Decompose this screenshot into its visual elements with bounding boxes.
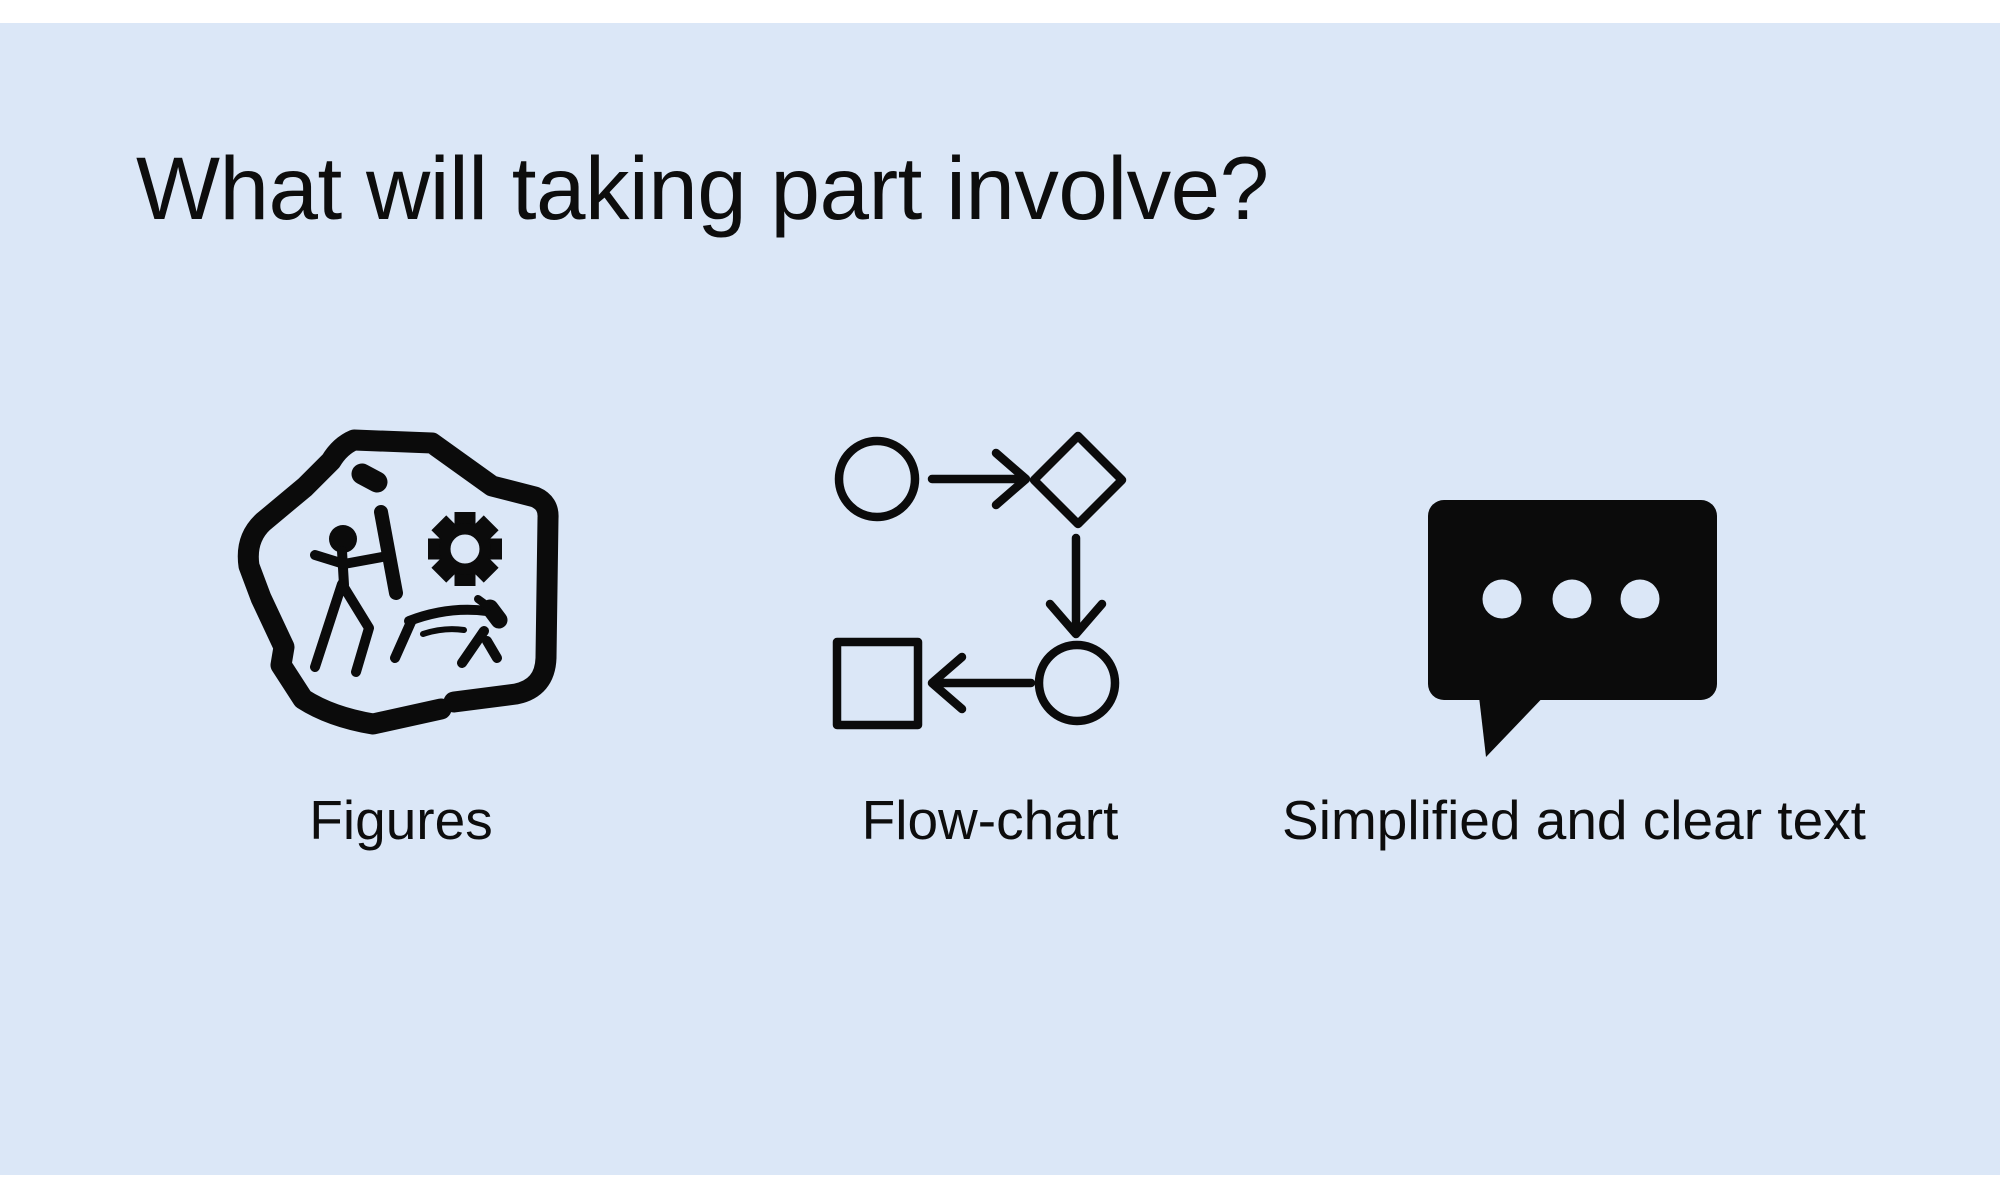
speech-bubble-tail bbox=[1478, 688, 1552, 757]
arrow-down bbox=[1045, 599, 1107, 639]
ellipsis-dot bbox=[1482, 579, 1522, 619]
arrow-right bbox=[991, 448, 1031, 510]
flowchart-label: Flow-chart bbox=[861, 789, 1119, 851]
petroglyph-figures-icon bbox=[237, 429, 559, 735]
figures-label: Figures bbox=[309, 789, 493, 851]
ellipsis-dot bbox=[1620, 579, 1660, 619]
ellipsis-dot bbox=[1552, 579, 1592, 619]
flow-chart-icon bbox=[832, 431, 1127, 730]
arrow-left bbox=[927, 652, 967, 714]
flow-node-square bbox=[832, 637, 923, 730]
slide-title: What will taking part involve? bbox=[136, 138, 1269, 238]
spear bbox=[374, 505, 403, 600]
simplified-text-label: Simplified and clear text bbox=[1282, 789, 1866, 851]
speech-bubble-icon bbox=[1428, 500, 1717, 757]
flow-node-circle-bottom bbox=[1034, 640, 1120, 726]
animal-figure bbox=[390, 595, 508, 668]
sun-symbol bbox=[428, 512, 502, 586]
flow-node-diamond bbox=[1029, 431, 1127, 529]
human-head bbox=[329, 525, 357, 553]
rock-overlap-stub bbox=[351, 463, 388, 493]
flow-node-circle-top bbox=[834, 436, 920, 522]
